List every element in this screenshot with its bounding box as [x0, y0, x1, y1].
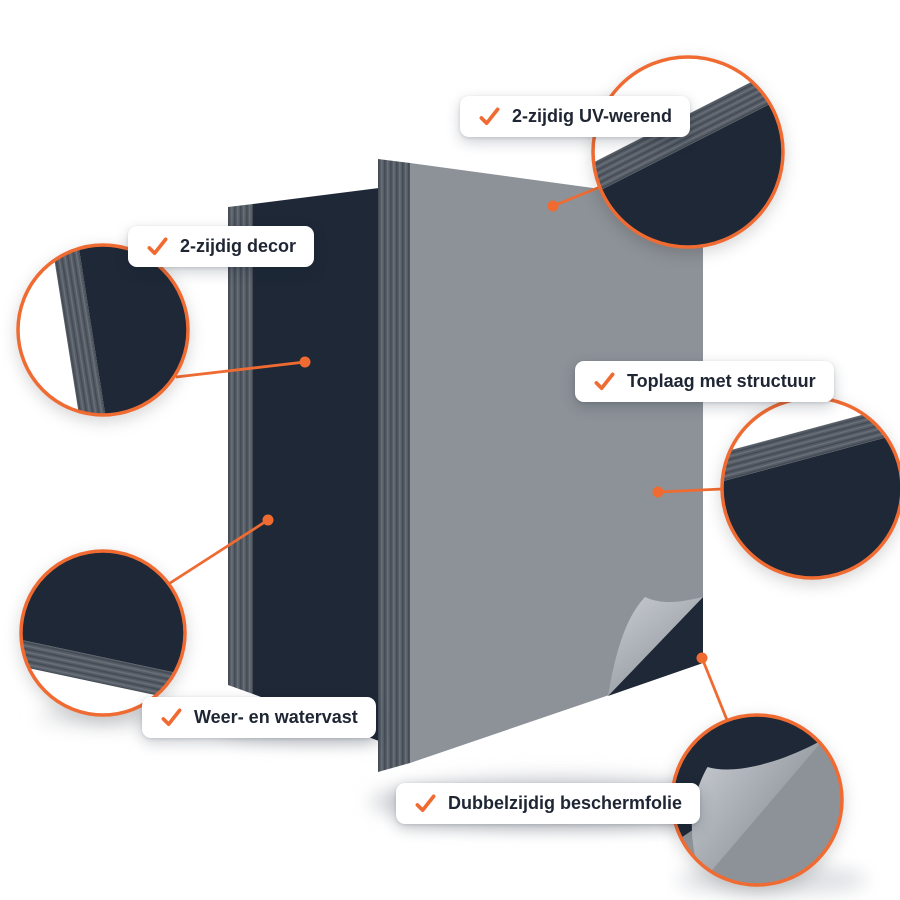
- callout-label: Weer- en watervast: [194, 707, 358, 727]
- front-panel: [378, 159, 703, 772]
- front-panel-face: [410, 163, 703, 763]
- check-icon: [161, 708, 182, 727]
- check-icon: [594, 372, 615, 391]
- connector-line: [552, 185, 601, 208]
- connector-line: [700, 657, 729, 721]
- zoom-circle-watervast: [19, 549, 187, 717]
- callout-label: 2-zijdig decor: [180, 236, 297, 256]
- zoom-ring: [591, 55, 785, 249]
- connector-dot: [652, 486, 664, 498]
- callout-label: 2-zijdig UV-werend: [512, 106, 673, 126]
- zoom-ring: [19, 549, 187, 717]
- rear-panel-face: [253, 186, 395, 747]
- callout-uv-werend: 2-zijdig UV-werend: [460, 96, 691, 137]
- connector-dot: [696, 652, 708, 664]
- rear-panel-edge: [228, 204, 253, 694]
- callout-toplaag-structuur: Toplaag met structuur: [575, 361, 834, 402]
- callout-label: Toplaag met structuur: [627, 371, 816, 391]
- peel-film-flap: [608, 597, 703, 696]
- callout-weer-watervast: Weer- en watervast: [142, 697, 376, 738]
- connector-dot: [299, 356, 311, 368]
- connector-line: [657, 487, 723, 494]
- check-icon: [415, 794, 436, 813]
- zoom-ring: [16, 243, 190, 417]
- connector-line: [175, 360, 306, 379]
- connector-dots: [262, 200, 708, 664]
- check-icon: [147, 237, 168, 256]
- front-panel-edge: [378, 159, 410, 772]
- connector-dot: [262, 514, 274, 526]
- connector-line: [166, 518, 269, 587]
- rear-panel: [228, 186, 395, 747]
- connector-dot: [547, 200, 559, 212]
- check-icon: [479, 107, 500, 126]
- callout-beschermfolie: Dubbelzijdig beschermfolie: [396, 783, 701, 824]
- callout-label: Dubbelzijdig beschermfolie: [448, 793, 683, 813]
- callout-decor: 2-zijdig decor: [128, 226, 315, 267]
- zoom-circle-beschermfolie: [670, 713, 844, 887]
- connectors: [166, 185, 729, 721]
